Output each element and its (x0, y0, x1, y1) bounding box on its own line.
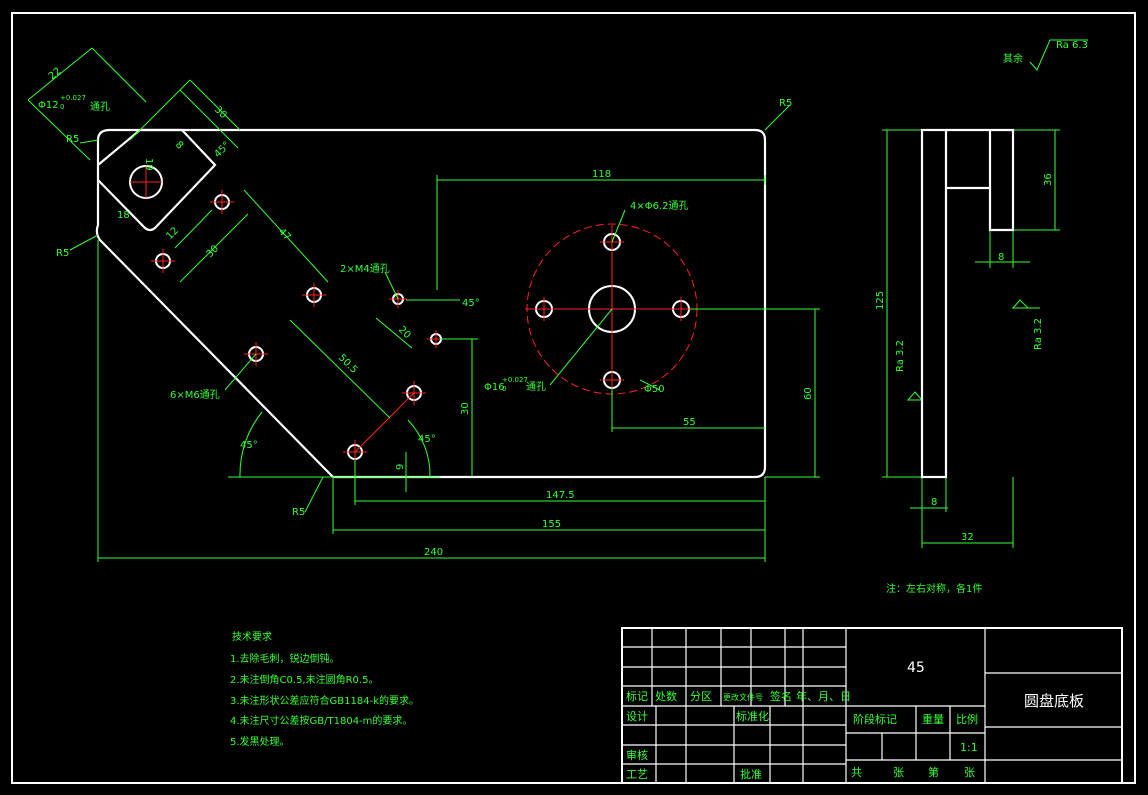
tech-item-2: 2.未注倒角C0.5,未注圆角R0.5。 (230, 673, 378, 686)
dim-19: 19 (143, 158, 154, 171)
symmetry-note: 注：左右对称，各1件 (886, 582, 982, 595)
part-name: 圆盘底板 (1024, 692, 1084, 710)
technical-requirements: 技术要求 1.去除毛刺，锐边倒钝。 2.未注倒角C0.5,未注圆角R0.5。 3… (230, 630, 419, 748)
tech-item-1: 1.去除毛刺，锐边倒钝。 (230, 652, 340, 665)
dim-50-5: 50.5 (336, 352, 360, 376)
row-label-zone: 分区 (690, 690, 712, 703)
row-label-change: 更改文件号 (723, 692, 763, 702)
dim-30-top: 30 (212, 104, 229, 121)
title-block-lines (621, 627, 1123, 784)
dim-125: 125 (875, 291, 886, 310)
dim-phi50: Φ50 (644, 384, 665, 395)
tech-item-4: 4.未注尺寸公差按GB/T1804-m的要求。 (230, 714, 412, 727)
ra-3-2-right: Ra 3.2 (1033, 318, 1044, 350)
label-weight: 重量 (922, 712, 944, 726)
dim-18: 18 (117, 210, 130, 221)
dim-32: 32 (961, 532, 974, 543)
label-scale: 比例 (956, 712, 978, 726)
dim-147-5: 147.5 (546, 490, 575, 501)
dim-155: 155 (542, 519, 561, 530)
tech-title: 技术要求 (232, 630, 272, 643)
dim-8: 8 (173, 139, 185, 151)
dim-phi16-tol-up: +0.027 (502, 376, 528, 384)
label-approve: 批准 (740, 767, 762, 781)
rest-label: 其余 (1003, 52, 1023, 65)
ra-3-2-left: Ra 3.2 (895, 340, 906, 372)
dim-2-m4: 2×M4通孔 (340, 263, 390, 275)
dim-r5-topright: R5 (779, 98, 792, 109)
dim-55: 55 (683, 417, 696, 428)
tech-item-5: 5.发黑处理。 (230, 735, 290, 748)
row-label-count: 处数 (655, 690, 677, 703)
dim-240: 240 (424, 547, 443, 558)
dimension-lines (27, 39, 1088, 562)
dim-45-top: 45° (212, 140, 232, 160)
dim-phi12-tol-lo: 0 (60, 103, 64, 111)
dim-r5-topleft: R5 (66, 134, 79, 145)
label-total: 共 (851, 766, 862, 779)
dim-phi16: Φ16 (484, 382, 505, 393)
dim-thru-hole-2: 通孔 (526, 381, 546, 393)
dim-45-br: 45° (418, 434, 436, 445)
row-label-date: 年、月、日 (796, 689, 851, 703)
dimension-labels: 22 30 Φ12 +0.027 0 通孔 R5 19 8 45° 18 12 … (38, 40, 1088, 558)
diagonal-holes (130, 166, 445, 464)
dim-60: 60 (803, 387, 814, 400)
dim-30-diag: 30 (204, 243, 221, 260)
dim-118: 118 (592, 169, 611, 180)
dim-20: 20 (396, 324, 413, 341)
pattern-centerlines (525, 225, 700, 395)
dim-thru-hole: 通孔 (90, 101, 110, 113)
dim-12: 12 (164, 225, 181, 242)
material: 45 (907, 660, 925, 676)
dim-r5-left: R5 (56, 248, 69, 259)
dim-4-holes: 4×Φ6.2通孔 (630, 200, 689, 212)
dim-45-bl: 45° (240, 440, 258, 451)
dim-22: 22 (47, 66, 64, 83)
dim-30-vert: 30 (460, 402, 471, 415)
label-review: 审核 (626, 748, 648, 762)
side-view (920, 128, 1015, 479)
tech-item-3: 3.未注形状公差应符合GB1184-k的要求。 (230, 694, 419, 707)
label-design: 设计 (626, 710, 648, 723)
label-page: 第 (928, 765, 939, 779)
label-sheets: 张 (893, 766, 904, 779)
dim-6-m6: 6×M6通孔 (170, 389, 220, 401)
dim-9: 9 (395, 464, 406, 470)
plate-outline (95, 128, 767, 479)
dim-phi12: Φ12 (38, 100, 59, 111)
sheet-border (11, 12, 1136, 784)
dim-phi12-tol-up: +0.027 (60, 94, 86, 102)
dim-45-right: 45° (462, 298, 480, 309)
ra-6-3: Ra 6.3 (1056, 40, 1088, 51)
row-label-mark: 标记 (626, 689, 648, 703)
title-block-text: 45 圆盘底板 标记 处数 分区 更改文件号 签名 年、月、日 设计 标准化 审… (626, 660, 1084, 781)
label-sheet2: 张 (964, 766, 975, 779)
dim-8-bottom: 8 (931, 497, 937, 508)
dim-36: 36 (1043, 173, 1054, 186)
row-label-sign: 签名 (770, 689, 792, 703)
dim-8-side: 8 (998, 252, 1004, 263)
dim-phi16-tol-lo: 0 (502, 385, 506, 393)
label-standard: 标准化 (736, 709, 769, 723)
label-stage: 阶段标记 (853, 712, 897, 726)
label-process: 工艺 (626, 768, 648, 781)
scale-value: 1:1 (960, 741, 978, 754)
dim-r5-bottom: R5 (292, 507, 305, 518)
